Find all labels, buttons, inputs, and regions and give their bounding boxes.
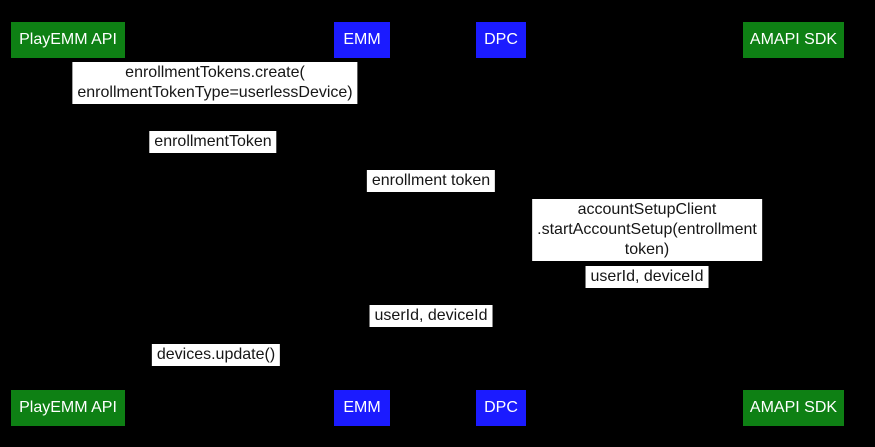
actor-top-emm: EMM <box>334 22 390 58</box>
actor-label: EMM <box>343 31 381 48</box>
message-enrollment-token-to-dpc: enrollment token <box>366 170 496 192</box>
actor-bottom-playemm-api: PlayEMM API <box>11 390 125 426</box>
actor-label: EMM <box>343 399 381 416</box>
actor-label: AMAPI SDK <box>749 399 838 416</box>
actor-top-amapi-sdk: AMAPI SDK <box>743 22 844 58</box>
actor-bottom-dpc: DPC <box>476 390 526 426</box>
actor-bottom-amapi-sdk: AMAPI SDK <box>743 390 844 426</box>
message-start-account-setup: accountSetupClient .startAccountSetup(en… <box>532 199 762 261</box>
actor-top-playemm-api: PlayEMM API <box>11 22 125 58</box>
message-enrollment-token-response: enrollmentToken <box>149 131 277 153</box>
actor-label: AMAPI SDK <box>749 31 838 48</box>
message-enrollment-tokens-create: enrollmentTokens.create( enrollmentToken… <box>72 62 358 104</box>
message-userid-deviceid-to-dpc: userId, deviceId <box>585 266 709 288</box>
message-userid-deviceid-to-emm: userId, deviceId <box>369 305 493 327</box>
actor-label: DPC <box>484 31 518 48</box>
actor-label: DPC <box>484 399 518 416</box>
actor-bottom-emm: EMM <box>334 390 390 426</box>
actor-label: PlayEMM API <box>19 31 117 48</box>
actor-label: PlayEMM API <box>19 399 117 416</box>
actor-top-dpc: DPC <box>476 22 526 58</box>
message-devices-update: devices.update() <box>151 344 281 366</box>
